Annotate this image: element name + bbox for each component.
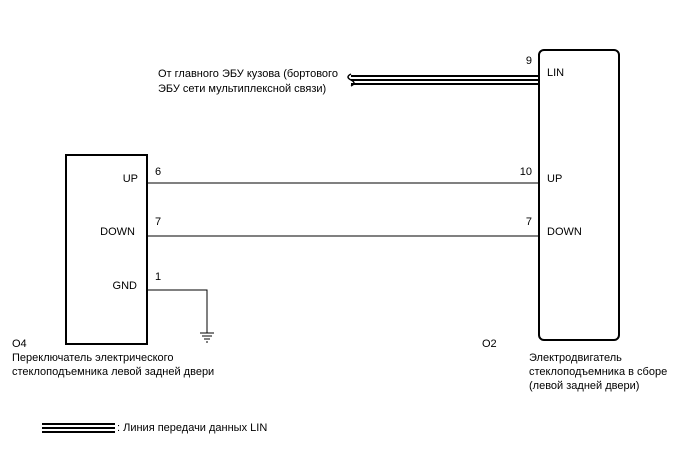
motor-pin-down-label: DOWN [547,226,582,238]
motor-pin-lin-number: 9 [526,55,532,67]
motor-pin-up-label: UP [547,173,562,185]
switch-box [65,154,148,345]
source-label-line1: От главного ЭБУ кузова (бортового [158,68,338,80]
motor-box [538,49,620,341]
switch-pin-up-number: 6 [155,166,161,178]
motor-code: O2 [482,338,497,350]
switch-name-line1: Переключатель электрического [12,352,174,364]
switch-pin-down-label: DOWN [100,226,135,238]
switch-name-line2: стеклоподъемника левой задней двери [12,366,214,378]
switch-pin-down-number: 7 [155,216,161,228]
motor-name-line3: (левой задней двери) [529,380,639,392]
motor-pin-up-number: 10 [520,166,532,178]
switch-pin-up-label: UP [123,173,138,185]
motor-pin-lin-label: LIN [547,67,564,79]
switch-code: O4 [12,338,27,350]
lin-bus-wire [347,73,539,87]
ground-icon [200,332,214,343]
switch-pin-gnd-number: 1 [155,271,161,283]
legend-lin-symbol [42,423,115,433]
switch-pin-gnd-label: GND [113,280,138,292]
source-label-line2: ЭБУ сети мультиплексной связи) [158,83,326,95]
ground-wire [147,289,208,333]
motor-pin-down-number: 7 [526,216,532,228]
motor-name-line2: стеклоподъемника в сборе [529,366,667,378]
motor-name-line1: Электродвигатель [529,352,622,364]
legend-text: : Линия передачи данных LIN [117,422,267,434]
